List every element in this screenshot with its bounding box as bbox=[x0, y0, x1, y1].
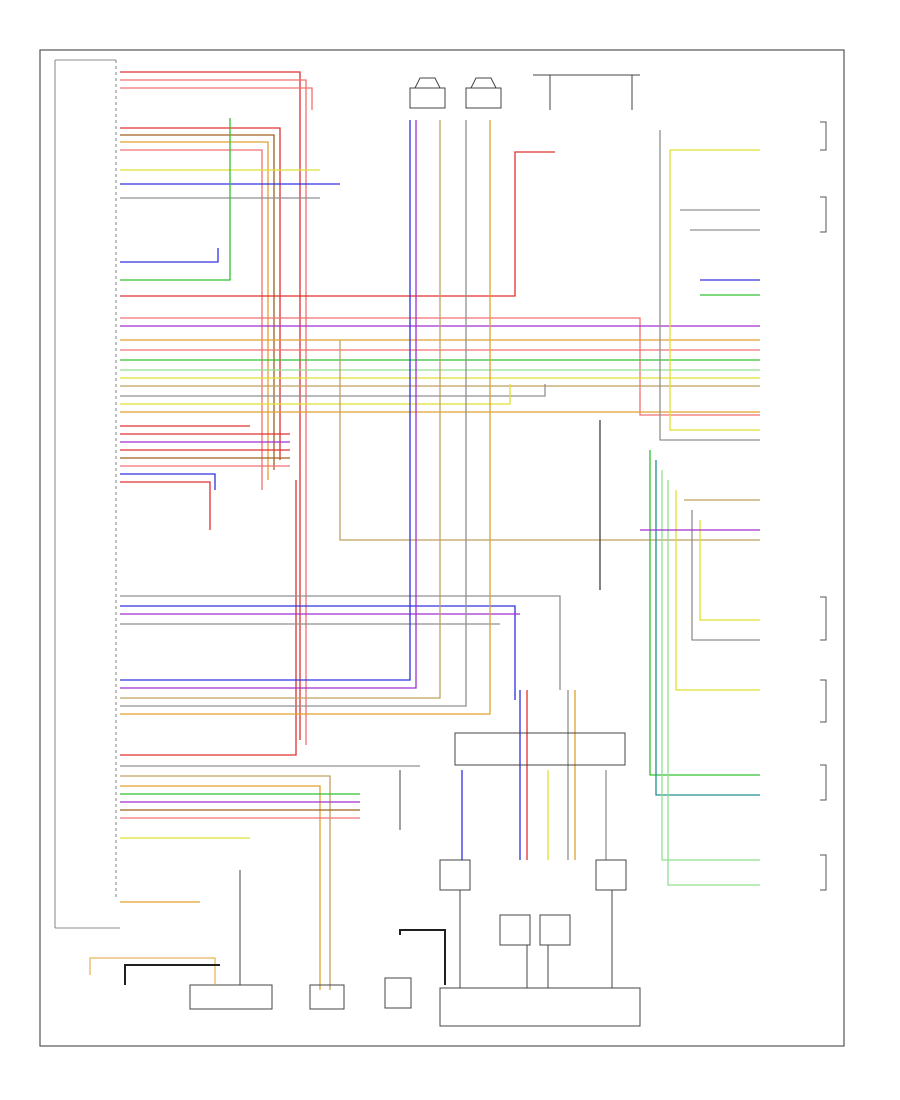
rear-speaker-box bbox=[384, 977, 412, 1009]
center-module-box bbox=[454, 732, 626, 766]
left-tweeter-symbol bbox=[465, 87, 502, 109]
door-speaker-box bbox=[309, 984, 345, 1010]
wire-bundle bbox=[120, 71, 760, 990]
lower-components bbox=[89, 732, 641, 1027]
left-amplifier-box bbox=[189, 984, 273, 1010]
left-connector-bracket bbox=[54, 59, 120, 929]
top-components bbox=[409, 74, 640, 110]
right-speaker-brackets bbox=[820, 121, 827, 891]
bottom-module-box bbox=[439, 987, 641, 1027]
diagram-frame bbox=[39, 49, 845, 1047]
right-tweeter-symbol bbox=[409, 87, 446, 109]
